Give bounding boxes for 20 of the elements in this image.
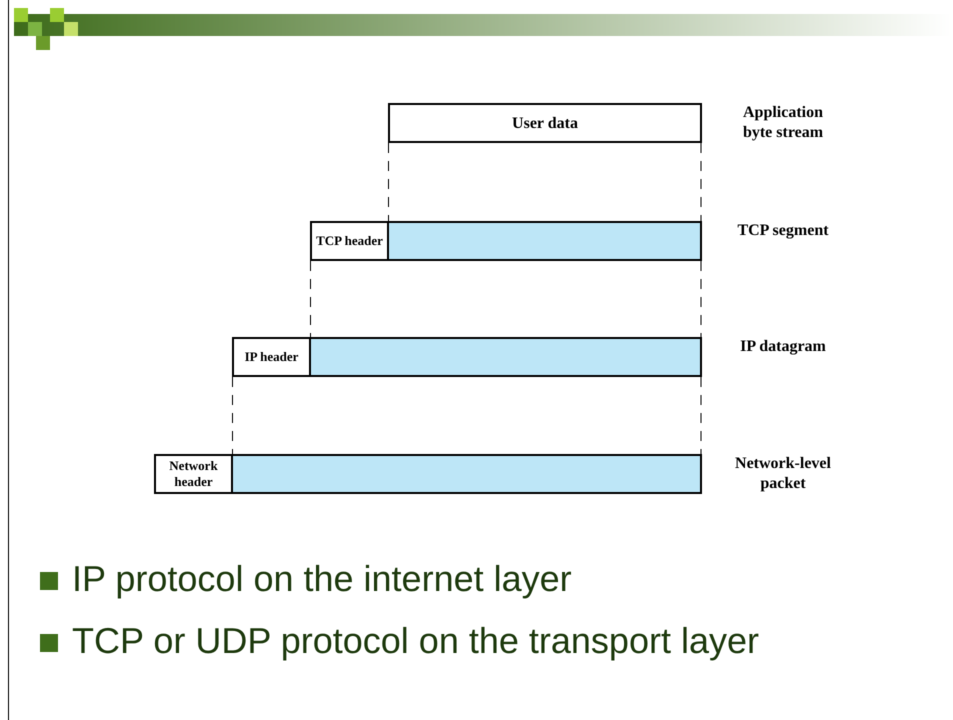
layer-label: TCP segment	[736, 221, 830, 241]
payload-box	[309, 337, 702, 377]
bullet-text: TCP or UDP protocol on the transport layer	[72, 620, 759, 662]
dashed-line	[700, 376, 702, 454]
box-label: User data	[511, 114, 579, 132]
dashed-line	[700, 142, 702, 222]
dashed-line	[310, 260, 311, 338]
box-label: TCP header	[315, 233, 384, 249]
payload-box	[231, 454, 702, 494]
box-label: IP header	[244, 349, 300, 365]
layer-label: IP datagram	[739, 337, 827, 357]
layer-label: Application byte stream	[742, 103, 824, 143]
dashed-line	[232, 376, 233, 454]
payload-box	[387, 221, 702, 261]
dashed-line	[700, 260, 702, 338]
dashed-line	[388, 142, 389, 222]
layer-label: Network-level packet	[734, 454, 832, 494]
header-box	[388, 103, 702, 143]
box-label: Network header	[168, 458, 219, 490]
bullet-text: IP protocol on the internet layer	[72, 558, 572, 600]
